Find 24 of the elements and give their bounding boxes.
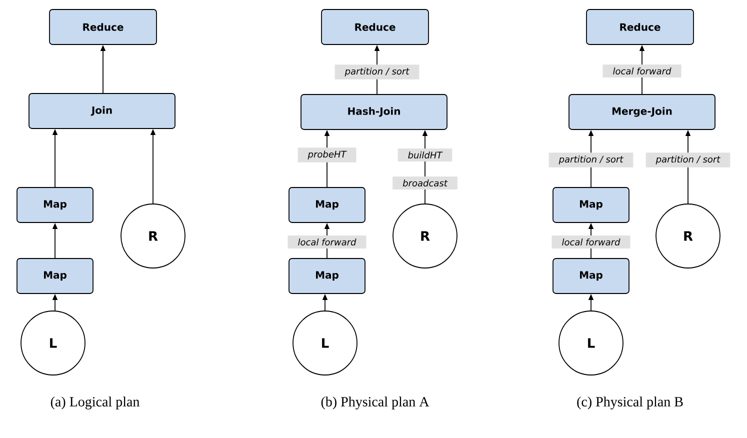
operator-box: Hash-Join <box>300 94 448 130</box>
operator-box: Join <box>28 93 176 129</box>
caption: (a) Logical plan <box>50 396 140 410</box>
operator-box: Map <box>16 187 94 223</box>
edge-label: partition / sort <box>548 152 634 168</box>
transfer-note: broadcast <box>392 176 458 190</box>
caption: (c) Physical plan B <box>577 396 683 410</box>
operator-box: Reduce <box>586 9 694 45</box>
edge-label: probeHT <box>298 148 356 162</box>
operator-box: Map <box>552 187 630 223</box>
edge-label: buildHT <box>398 148 452 162</box>
edge-label: partition / sort <box>646 152 730 168</box>
operator-box: Reduce <box>321 9 429 45</box>
edge-label: local forward <box>288 236 366 248</box>
edge-label: local forward <box>552 236 630 248</box>
caption: (b) Physical plan A <box>321 396 430 410</box>
operator-box: Reduce <box>49 9 157 45</box>
operator-box: Map <box>288 258 366 294</box>
edge-label: local forward <box>602 64 682 78</box>
operator-box: Map <box>16 258 94 294</box>
operator-box: Merge-Join <box>568 94 716 130</box>
operator-box: Map <box>552 258 630 294</box>
edge-label: partition / sort <box>334 64 420 80</box>
operator-box: Map <box>288 187 366 223</box>
